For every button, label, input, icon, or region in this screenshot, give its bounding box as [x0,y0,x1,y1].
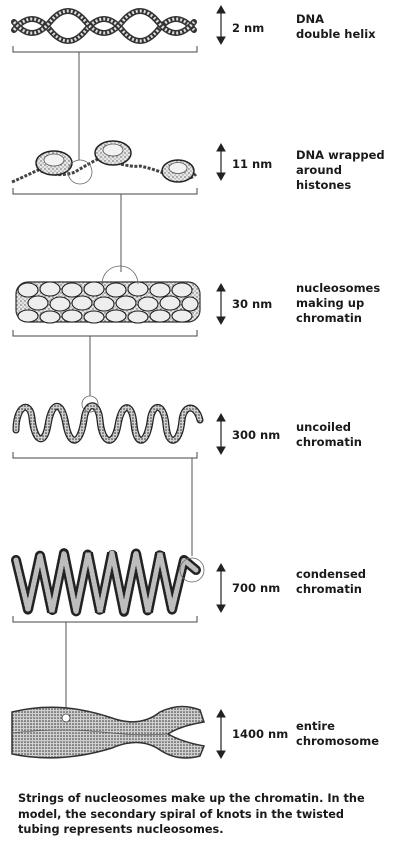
level-label-line: DNA [296,12,325,26]
level-label-dna-double-helix: DNA double helix [296,12,396,42]
arrow-300nm [216,412,226,456]
level-label-condensed-chromatin: condensed chromatin [296,567,396,597]
bracket-2 [12,188,198,195]
level-label-line: chromosome [296,734,379,748]
arrow-30nm [216,282,226,326]
figure-caption: Strings of nucleosomes make up the chrom… [18,792,365,836]
size-label-300nm: 300 nm [232,428,281,442]
level-label-line: condensed [296,567,366,581]
size-label-700nm: 700 nm [232,581,281,595]
chromatin-structure-diagram [11,4,226,760]
level-label-line: nucleosomes [296,281,381,295]
size-label-2nm: 2 nm [232,21,265,35]
level-label-uncoiled-chromatin: uncoiled chromatin [296,420,396,450]
uncoiled-chromatin-drawing [12,395,204,444]
bracket-5 [12,616,198,623]
arrow-1400nm [216,708,226,760]
bracket-3 [12,330,198,337]
level-label-line: entire [296,719,335,733]
level-label-nucleosomes: nucleosomes making up chromatin [296,281,396,326]
level-label-line: making up [296,296,365,310]
size-label-1400nm: 1400 nm [232,727,289,741]
dna-double-helix-drawing [11,8,197,44]
level-label-entire-chromosome: entire chromosome [296,719,396,749]
arrow-11nm [216,142,226,182]
level-label-line: chromatin [296,582,362,596]
nucleosome-fiber-drawing [15,265,201,324]
level-label-line: uncoiled [296,420,352,434]
size-label-11nm: 11 nm [232,157,273,171]
bracket-1 [12,46,198,53]
condensed-chromatin-drawing [11,551,205,614]
level-label-line: around histones [296,163,352,192]
dna-histone-drawing [11,140,198,185]
arrow-2nm [216,4,226,46]
level-label-line: double helix [296,27,376,41]
level-label-dna-wrapped: DNA wrapped around histones [296,148,396,193]
chromosome-drawing [11,705,206,759]
bracket-4 [12,452,198,459]
level-label-line: chromatin [296,311,362,325]
level-label-line: DNA wrapped [296,148,385,162]
size-label-30nm: 30 nm [232,297,273,311]
level-label-line: chromatin [296,435,362,449]
arrow-700nm [216,562,226,614]
